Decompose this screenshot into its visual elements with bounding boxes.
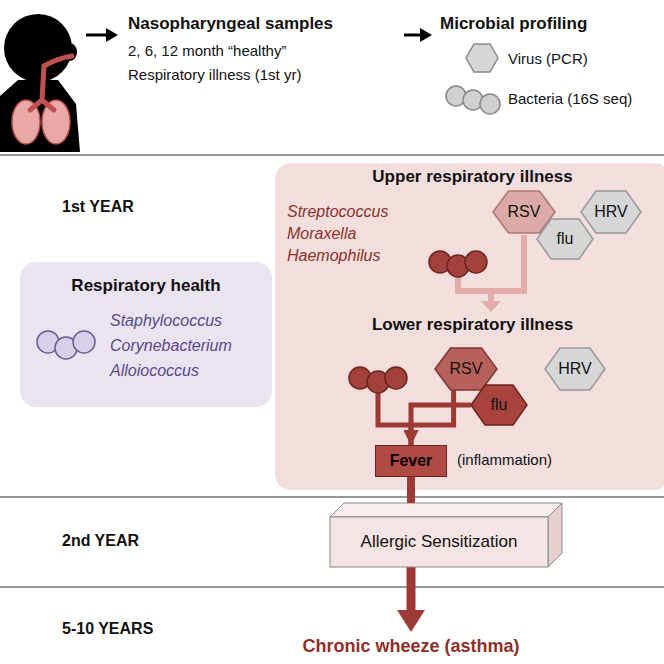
- arrow-head: [420, 28, 432, 42]
- label-text: Respiratory illness (1st yr): [128, 66, 301, 83]
- virus-hexagon: RSV: [435, 348, 497, 390]
- connector: [407, 477, 415, 503]
- label-text: 2nd YEAR: [62, 532, 139, 550]
- bacterium: [385, 367, 407, 389]
- virus-icon: [466, 44, 498, 72]
- virus-hexagon: flu: [471, 385, 527, 425]
- hexagon: [537, 219, 593, 259]
- child-body: [0, 80, 80, 152]
- node-text: Fever: [390, 452, 433, 470]
- node-text: (inflammation): [457, 451, 552, 468]
- bracket-head: [481, 301, 501, 312]
- child-silhouette: [0, 14, 80, 152]
- bacterium: [480, 94, 500, 114]
- node-text: Lower respiratory illness: [275, 315, 664, 335]
- node-text: Allergic Sensitization: [361, 532, 518, 552]
- airway: [30, 56, 72, 110]
- node-text: HRV: [558, 360, 592, 378]
- node-text: RSV: [450, 360, 483, 378]
- outcome-arrow-head: [397, 610, 425, 632]
- section-rule: [0, 155, 664, 156]
- section-rule: [0, 587, 664, 588]
- node-text: flu: [491, 396, 508, 414]
- label-text: Chronic wheeze (asthma): [302, 636, 519, 657]
- node-text: Upper respiratory illness: [275, 167, 664, 187]
- box-side-face: [548, 503, 562, 567]
- node-text: flu: [557, 230, 574, 248]
- outcome-arrow: [407, 567, 416, 614]
- label-text: 1st YEAR: [62, 198, 134, 216]
- fever-box: Fever: [375, 445, 447, 477]
- illness-panel: Upper respiratory illnessStreptococcusMo…: [275, 163, 664, 490]
- arrow-head: [106, 28, 118, 42]
- node-text: HRV: [594, 203, 628, 221]
- node-text: Haemophilus: [287, 247, 380, 265]
- bacterium: [465, 251, 487, 273]
- node-text: Corynebacterium: [110, 337, 232, 355]
- connector: [411, 390, 454, 445]
- box-front-face: [330, 517, 548, 567]
- node-text: Staphylococcus: [110, 312, 222, 330]
- hexagon: [471, 385, 527, 425]
- merge-bracket: [378, 391, 411, 425]
- section-rule: [0, 497, 664, 498]
- virus-hexagon: HRV: [581, 191, 641, 233]
- hexagon: [545, 348, 605, 390]
- label-text: Virus (PCR): [508, 50, 588, 67]
- arrow-line: [404, 34, 422, 37]
- node-text: Alloiococcus: [110, 362, 199, 380]
- label-text: Bacteria (16S seq): [508, 90, 632, 107]
- node-text: RSV: [508, 203, 541, 221]
- bacteria-icon: [446, 86, 500, 114]
- box-top-face: [330, 503, 562, 517]
- child-head: [4, 14, 72, 82]
- bacterium: [73, 331, 95, 353]
- node-text: Streptococcus: [287, 203, 388, 221]
- label-text: 5-10 YEARS: [62, 620, 153, 638]
- connector: [411, 405, 471, 445]
- label-text: Microbial profiling: [440, 14, 587, 34]
- node-text: Moraxella: [287, 225, 356, 243]
- health-box: Respiratory healthStaphylococcusCoryneba…: [20, 262, 272, 407]
- hexagon: [435, 348, 497, 390]
- node-text: Respiratory health: [20, 276, 272, 296]
- sensitization-box: Allergic Sensitization: [330, 503, 562, 567]
- virus-hexagon: HRV: [545, 348, 605, 390]
- arrow-line: [86, 34, 108, 37]
- hexagon: [581, 191, 641, 233]
- virus-hexagon: flu: [537, 219, 593, 259]
- label-text: Nasopharyngeal samples: [128, 14, 333, 34]
- label-text: 2, 6, 12 month “healthy”: [128, 42, 286, 59]
